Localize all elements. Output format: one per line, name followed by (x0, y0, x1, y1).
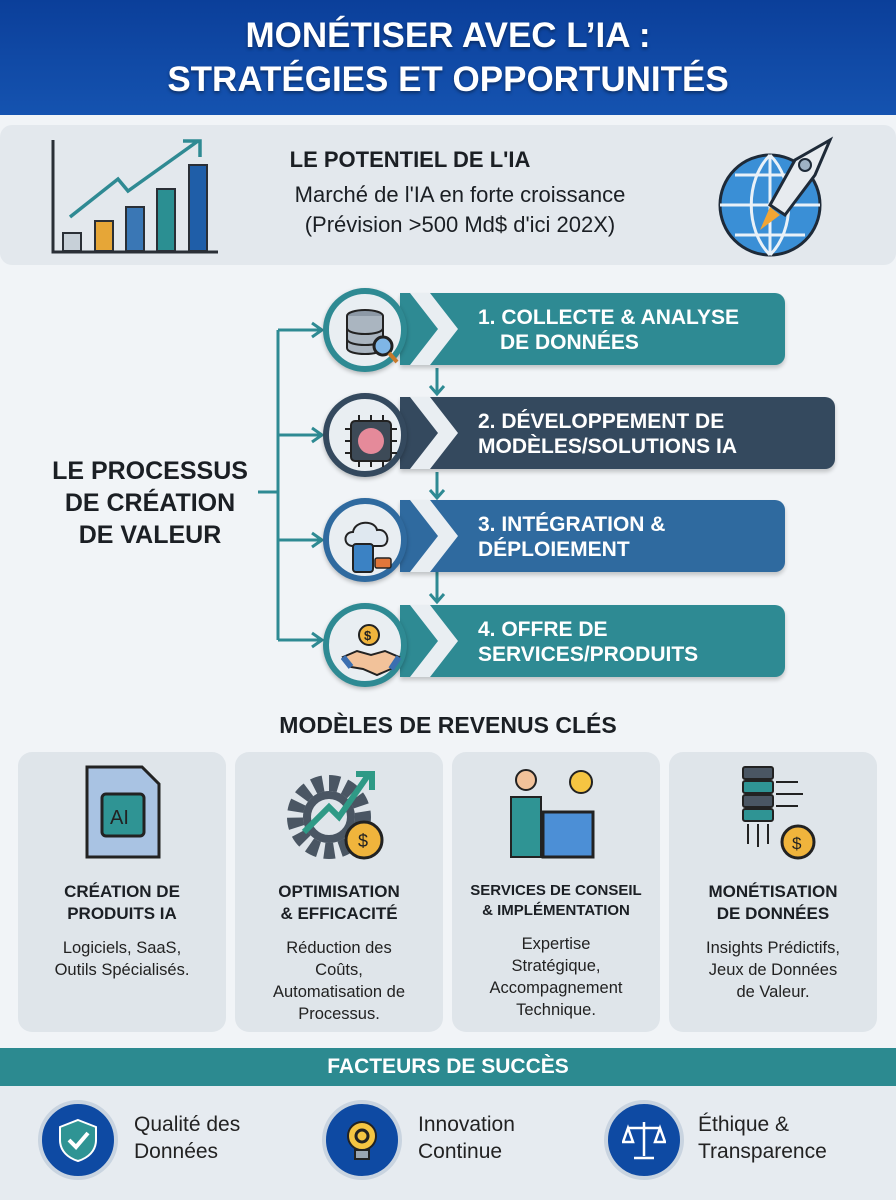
step-4-line-1: 4. OFFRE DE (478, 618, 608, 641)
factor-line-2: Transparence (698, 1140, 827, 1163)
potential-text: Marché de l'IA en forte croissance (Prév… (230, 180, 690, 240)
potential-line-1: Marché de l'IA en forte croissance (294, 182, 626, 207)
model-card-ai-products: AI CRÉATION DE PRODUITS IA Logiciels, Saa… (18, 752, 226, 1032)
lightbulb-gear-icon (347, 1121, 377, 1160)
step-1-bar: 1. COLLECTE & ANALYSE DE DONNÉES (400, 293, 785, 365)
chevron-icon (410, 500, 458, 572)
step-1-line-2: DE DONNÉES (500, 331, 639, 354)
card-desc: Expertise (521, 935, 591, 953)
factor-line-1: Innovation (418, 1113, 515, 1136)
step-3-icon-circle (323, 498, 407, 582)
step-1-icon-circle (323, 288, 407, 372)
card-desc: Coûts, (315, 961, 363, 979)
step-2-bar: 2. DÉVELOPPEMENT DE MODÈLES/SOLUTIONS IA (400, 397, 835, 469)
process-label: LE PROCESSUS DE CRÉATION DE VALEUR (30, 455, 270, 551)
model-card-consulting: SERVICES DE CONSEIL & IMPLÉMENTATION Expe… (452, 752, 660, 1032)
factor-line-1: Éthique & (698, 1113, 790, 1136)
step-3-line-1: 3. INTÉGRATION & (478, 513, 666, 536)
model-card-optimization: $ OPTIMISATION & EFFICACITÉ Réduction des… (235, 752, 443, 1032)
card-desc: Réduction des (286, 939, 392, 957)
chevron-icon (410, 605, 458, 677)
svg-text:AI: AI (110, 807, 129, 829)
step-2-line-2: MODÈLES/SOLUTIONS IA (478, 435, 738, 458)
card-desc: Processus. (298, 1005, 380, 1023)
factor-icon-circle (322, 1100, 402, 1180)
models-title: MODÈLES DE REVENUS CLÉS (279, 712, 617, 738)
handshake-coin-icon: $ (341, 624, 401, 677)
ai-document-icon: AI (85, 765, 161, 859)
process-label-line-1: LE PROCESSUS (52, 457, 248, 485)
factors-panel (0, 1086, 896, 1200)
server-coin-icon: $ (742, 766, 816, 860)
factors-title: FACTEURS DE SUCCÈS (0, 1048, 896, 1086)
step-4-icon-circle: $ (323, 603, 407, 687)
card-title: DE DONNÉES (716, 904, 830, 923)
card-desc: Accompagnement (489, 979, 623, 997)
card-title: & IMPLÉMENTATION (482, 902, 630, 919)
step-3-line-2: DÉPLOIEMENT (478, 538, 630, 561)
svg-text:$: $ (364, 628, 372, 643)
card-title: & EFFICACITÉ (280, 904, 398, 923)
process-label-line-3: DE VALEUR (78, 521, 222, 549)
potential-title: LE POTENTIEL DE L'IA (289, 147, 531, 172)
card-title: OPTIMISATION (278, 882, 400, 901)
process-connectors (258, 321, 446, 649)
potential-line-2: (Prévision >500 Md$ d'ici 202X) (304, 212, 616, 237)
header-banner: MONÉTISER AVEC L’IA : STRATÉGIES ET OPPO… (0, 0, 896, 115)
factor-line-2: Continue (418, 1140, 503, 1163)
card-title: CRÉATION DE (64, 882, 180, 901)
card-title: MONÉTISATION (708, 882, 838, 901)
step-1-line-1: 1. COLLECTE & ANALYSE (478, 306, 739, 329)
scales-icon (622, 1122, 666, 1160)
card-title: SERVICES DE CONSEIL (470, 882, 642, 899)
factor-line-2: Données (134, 1140, 219, 1163)
shield-check-icon (59, 1118, 97, 1162)
ai-chip-brain-icon (345, 415, 397, 467)
globe-rocket-icon (718, 136, 834, 257)
title-line-2: STRATÉGIES ET OPPORTUNITÉS (167, 60, 729, 99)
factor-icon-circle (38, 1100, 118, 1180)
step-3-bar: 3. INTÉGRATION & DÉPLOIEMENT (400, 500, 785, 572)
svg-text:$: $ (358, 831, 368, 851)
factor-ethics: Éthique & Transparence (698, 1111, 827, 1165)
card-desc: Insights Prédictifs, (706, 939, 840, 957)
title-line-1: MONÉTISER AVEC L’IA : (245, 16, 651, 55)
database-search-icon (346, 309, 399, 364)
cloud-tablet-icon (344, 521, 392, 573)
gear-growth-coin-icon: $ (287, 771, 384, 860)
card-desc: de Valeur. (736, 983, 810, 1001)
chevron-icon (410, 293, 458, 365)
step-2-icon-circle (323, 393, 407, 477)
consultant-blueprint-icon (510, 769, 595, 859)
card-desc: Automatisation de (272, 983, 406, 1001)
step-2-line-1: 2. DÉVELOPPEMENT DE (478, 410, 725, 433)
card-desc: Jeux de Données (708, 961, 838, 979)
factor-line-1: Qualité des (134, 1113, 241, 1136)
card-desc: Outils Spécialisés. (54, 961, 190, 979)
card-desc: Logiciels, SaaS, (62, 939, 182, 957)
step-4-line-2: SERVICES/PRODUITS (478, 643, 699, 666)
card-title: PRODUITS IA (67, 904, 177, 923)
growth-chart-icon (51, 139, 218, 254)
model-card-data-monetization: $ MONÉTISATION DE DONNÉES Insights Prédic… (669, 752, 877, 1032)
process-label-line-2: DE CRÉATION (64, 489, 236, 517)
svg-text:$: $ (792, 834, 802, 853)
card-desc: Technique. (516, 1001, 596, 1019)
factor-icon-circle (604, 1100, 684, 1180)
step-4-bar: 4. OFFRE DE SERVICES/PRODUITS (400, 605, 785, 677)
card-desc: Stratégique, (511, 957, 601, 975)
chevron-icon (410, 397, 458, 469)
